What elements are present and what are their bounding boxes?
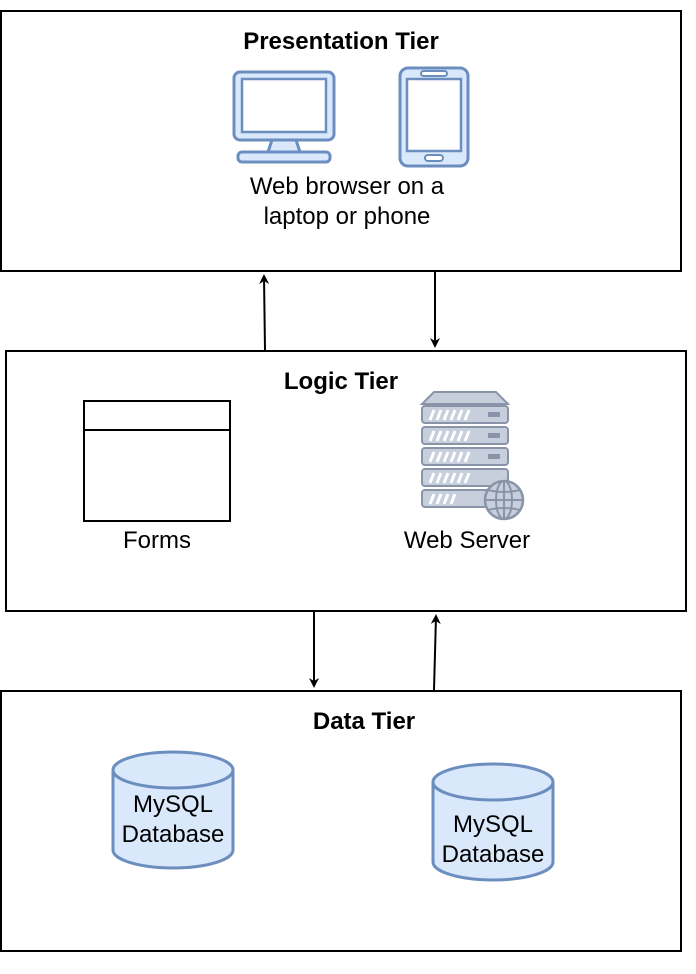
data-tier: Data Tier MySQL Database MySQL Database	[0, 690, 682, 952]
forms-label: Forms	[123, 527, 191, 554]
presentation-caption-line2: laptop or phone	[263, 203, 431, 230]
phone-icon	[398, 66, 470, 168]
presentation-caption-line1: Web browser on a	[249, 173, 445, 200]
presentation-tier-title: Presentation Tier	[243, 28, 439, 55]
logic-tier-title: Logic Tier	[283, 368, 399, 395]
form-window-icon	[83, 400, 231, 522]
arrow-logic-to-presentation	[259, 274, 270, 351]
database-icon	[111, 750, 235, 870]
database-label: MySQL Database	[110, 790, 236, 850]
presentation-caption: Web browser on a laptop or phone	[192, 172, 502, 232]
web-server-icon	[419, 391, 525, 521]
monitor-icon	[232, 70, 336, 164]
arrow-data-to-logic	[430, 614, 441, 691]
database-label-line1: MySQL	[452, 811, 533, 838]
database-label-line2: Database	[441, 841, 545, 868]
data-tier-title: Data Tier	[312, 708, 416, 735]
logic-tier: Logic Tier Forms Web	[5, 350, 687, 612]
database-label-line2: Database	[121, 821, 225, 848]
database-label: MySQL Database	[430, 810, 556, 870]
database-icon	[431, 762, 555, 882]
presentation-tier: Presentation Tier Web browser on a lapto…	[0, 10, 682, 272]
database-label-line1: MySQL	[132, 791, 213, 818]
web-server-label: Web Server	[403, 527, 531, 554]
